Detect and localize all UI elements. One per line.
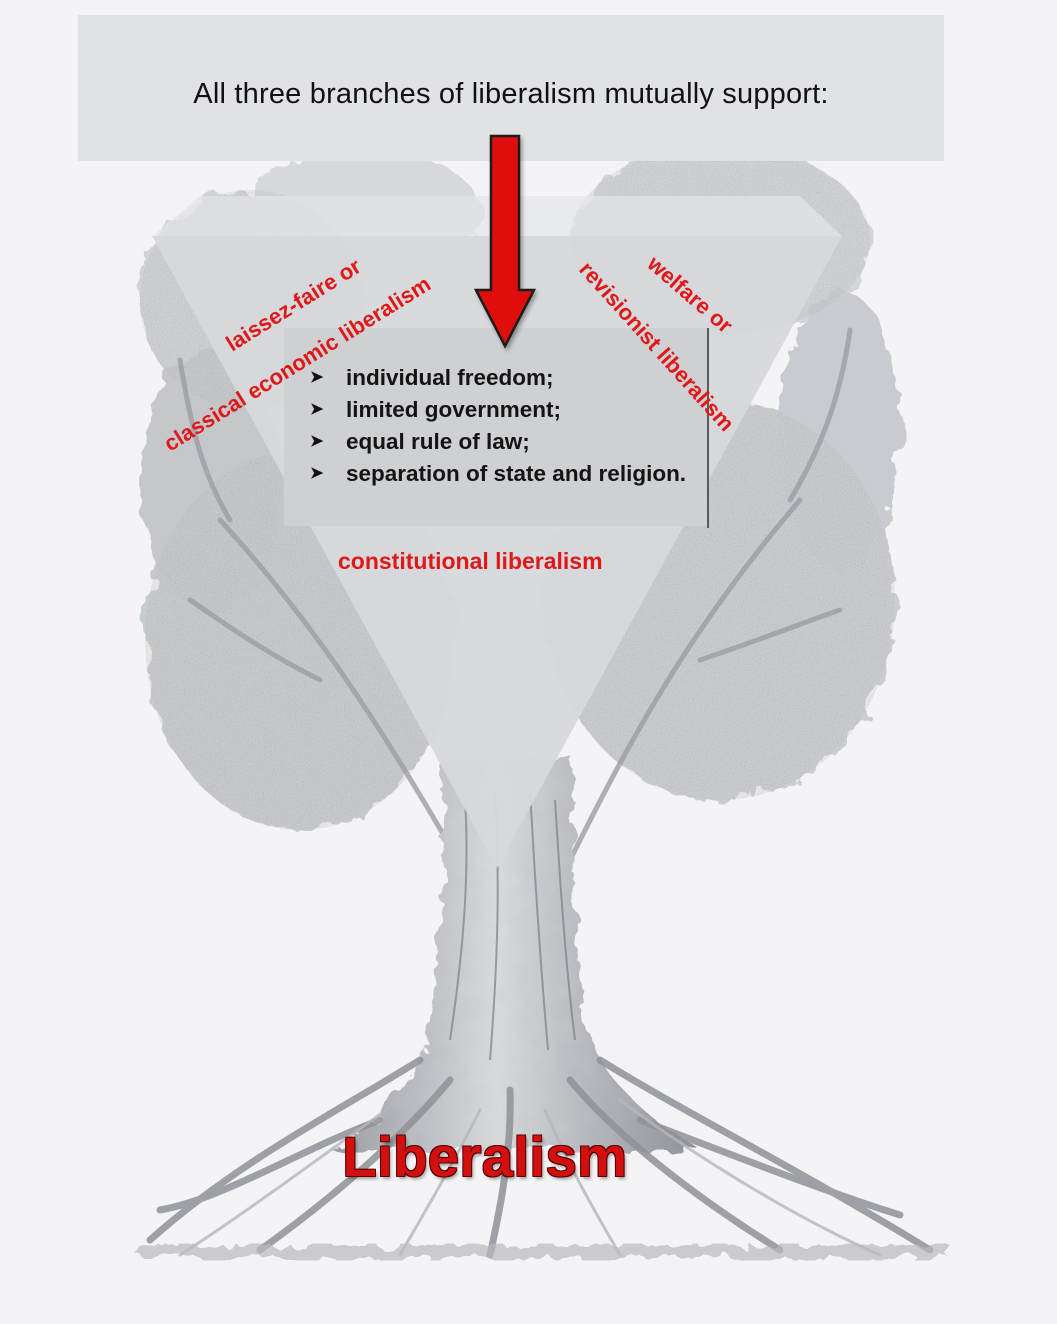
main-title: Liberalism <box>342 1125 628 1188</box>
principle-text: limited government; <box>346 397 562 422</box>
principle-item: ➤ equal rule of law; <box>310 426 686 458</box>
arrow-bullet-icon: ➤ <box>310 401 324 418</box>
arrow-bullet-icon: ➤ <box>310 433 324 450</box>
principle-text: separation of state and religion. <box>346 461 687 486</box>
principle-item: ➤ limited government; <box>310 394 686 426</box>
arrow-bullet-icon: ➤ <box>310 369 324 386</box>
principles-box <box>284 328 708 526</box>
down-arrow-icon <box>473 134 537 349</box>
center-branch-label: constitutional liberalism <box>338 548 603 574</box>
header-title: All three branches of liberalism mutuall… <box>193 78 829 110</box>
principle-item: ➤ separation of state and religion. <box>310 458 686 490</box>
principles-list: ➤ individual freedom; ➤ limited governme… <box>310 362 686 490</box>
principle-item: ➤ individual freedom; <box>310 362 686 394</box>
principle-text: individual freedom; <box>346 365 554 390</box>
arrow-bullet-icon: ➤ <box>310 465 324 482</box>
principle-text: equal rule of law; <box>346 429 530 454</box>
